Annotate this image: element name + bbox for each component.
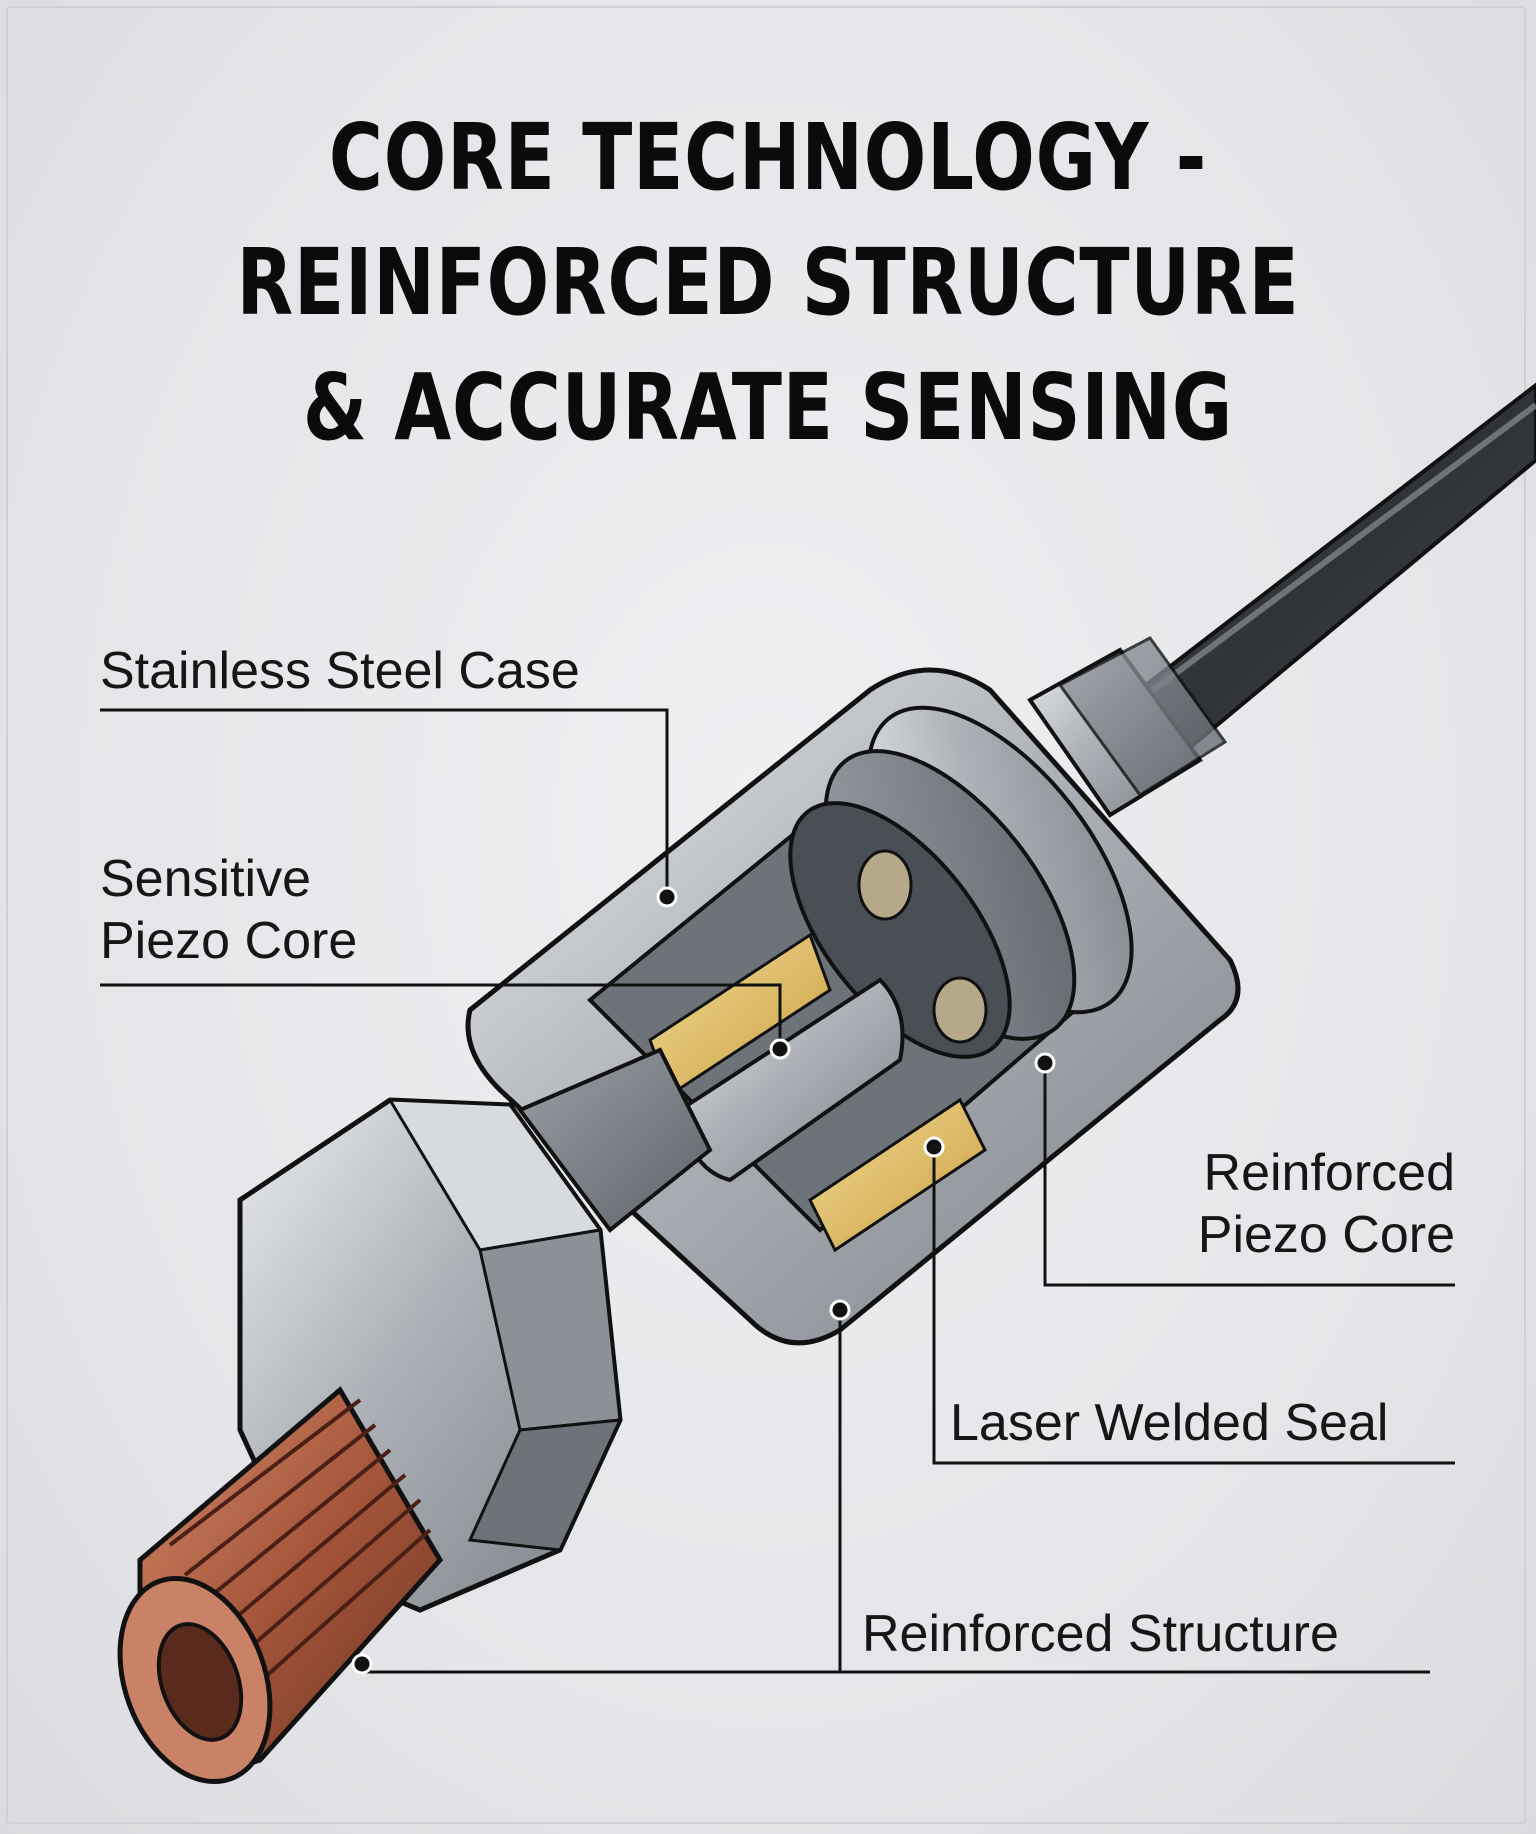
dot-stainless-steel-case <box>656 886 678 908</box>
leader-laser-welded-seal <box>932 1147 1455 1465</box>
label-reinforced-piezo-core: Reinforced Piezo Core <box>1120 1142 1455 1266</box>
title-line-2: REINFORCED STRUCTURE <box>236 229 1300 336</box>
label-reinforced-piezo-core-line-2: Piezo Core <box>1197 1206 1455 1264</box>
leader-stainless-steel-case <box>100 708 669 897</box>
dot-reinforced-structure <box>829 1299 851 1321</box>
end-disc <box>788 801 1012 1059</box>
label-sensitive-piezo-core-line-1: Sensitive <box>100 850 311 908</box>
leader-sensitive-piezo-core <box>100 983 782 1045</box>
dot-laser-welded-seal <box>923 1136 945 1158</box>
cable-collar <box>1027 636 1228 818</box>
page-title: CORE TECHNOLOGY - REINFORCED STRUCTURE &… <box>154 95 1383 470</box>
leader-reinforced-piezo-core <box>1043 1063 1455 1287</box>
dot-reinforced-piezo-core <box>1034 1052 1056 1074</box>
threaded-fitting <box>117 1386 444 1785</box>
piezo-assembly <box>648 932 987 1253</box>
dot-fitting <box>351 1653 373 1675</box>
label-laser-welded-seal: Laser Welded Seal <box>950 1394 1389 1452</box>
callout-leaders <box>100 708 1455 1674</box>
page-border <box>6 6 1526 1824</box>
label-reinforced-structure: Reinforced Structure <box>862 1605 1339 1663</box>
callout-dots <box>351 886 1056 1675</box>
label-reinforced-piezo-core-line-1: Reinforced <box>1203 1144 1455 1202</box>
dot-sensitive-piezo-core <box>769 1038 791 1060</box>
title-line-1: CORE TECHNOLOGY - <box>328 104 1208 211</box>
label-sensitive-piezo-core: Sensitive Piezo Core <box>100 848 357 972</box>
label-sensitive-piezo-core-line-2: Piezo Core <box>100 912 358 970</box>
title-line-3: & ACCURATE SENSING <box>302 354 1234 461</box>
label-stainless-steel-case: Stainless Steel Case <box>100 642 580 700</box>
